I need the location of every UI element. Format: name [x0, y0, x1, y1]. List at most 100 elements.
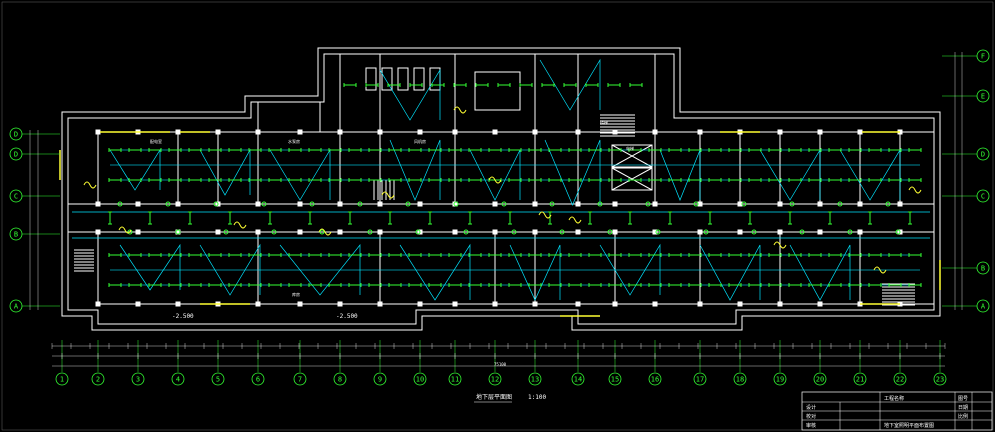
- elevation-mark-1: -2.500: [172, 313, 194, 320]
- column-6-2: [337, 229, 343, 235]
- axis-col-label-14: 15: [611, 376, 619, 384]
- column-18-0: [817, 129, 823, 135]
- axis-col-label-21: 22: [896, 376, 904, 384]
- bend-symbol-240: [873, 266, 887, 274]
- axis-row-l-label-4: D: [14, 131, 18, 139]
- axis-row-r-bubble-5: [976, 49, 990, 63]
- axis-row-r-label-3: D: [981, 151, 985, 159]
- column-9-2: [452, 229, 458, 235]
- wire-branch-2: [269, 148, 331, 201]
- axis-col-bubble-12: [528, 372, 542, 386]
- column-16-2: [737, 229, 743, 235]
- switch-208: [319, 229, 325, 235]
- axis-col-bubble-9: [413, 372, 427, 386]
- elevation-mark-2: -2.500: [336, 313, 358, 320]
- axis-col-bubble-15: [648, 372, 662, 386]
- title-block-sheet-2: 日期: [958, 405, 968, 411]
- axis-col-bubble-6: [293, 372, 307, 386]
- column-18-3: [817, 301, 823, 307]
- axis-row-r-label-0: A: [981, 303, 986, 311]
- title-block-row-3: 审核: [806, 422, 816, 429]
- column-18-2: [817, 229, 823, 235]
- column-7-2: [377, 229, 383, 235]
- column-0-0: [95, 129, 101, 135]
- switch-225: [741, 201, 747, 207]
- bend-symbol-238: [568, 216, 582, 224]
- column-16-3: [737, 301, 743, 307]
- axis-col-label-16: 17: [696, 376, 704, 384]
- switch-216: [511, 229, 517, 235]
- axis-col-bubble-20: [853, 372, 867, 386]
- switch-212: [415, 229, 421, 235]
- switch-232: [895, 229, 901, 235]
- column-8-1: [417, 201, 423, 207]
- column-5-0: [297, 129, 303, 135]
- switch-200: [127, 229, 133, 235]
- axis-col-label-3: 4: [176, 376, 180, 384]
- room-label-stair: 楼梯: [600, 119, 608, 125]
- wire-branch-0: [109, 148, 161, 191]
- column-7-1: [377, 201, 383, 207]
- room-label-storage: 库房: [292, 291, 300, 297]
- title-block: 工程名称 地下室照明平面布置图 设计 校对 审核 图号 日期 比例: [801, 391, 993, 431]
- column-9-0: [452, 129, 458, 135]
- axis-col-bubble-3: [171, 372, 185, 386]
- axis-row-r-bubble-0: [976, 299, 990, 313]
- column-15-2: [697, 229, 703, 235]
- axis-row-r-bubble-3: [976, 147, 990, 161]
- axis-col-label-2: 3: [136, 376, 140, 384]
- switch-207: [309, 201, 315, 207]
- axis-col-label-10: 11: [451, 376, 459, 384]
- column-4-0: [255, 129, 261, 135]
- axis-col-label-11: 12: [491, 376, 499, 384]
- title-block-sheet-3: 比例: [958, 413, 968, 420]
- axis-col-bubble-11: [488, 372, 502, 386]
- switch-222: [655, 229, 661, 235]
- column-15-0: [697, 129, 703, 135]
- column-12-2: [575, 229, 581, 235]
- bend-symbol-244: [773, 241, 787, 249]
- switch-224: [703, 229, 709, 235]
- axis-col-label-18: 19: [776, 376, 784, 384]
- column-16-1: [737, 201, 743, 207]
- column-10-3: [492, 301, 498, 307]
- column-13-2: [612, 229, 618, 235]
- wire-branch-6: [659, 149, 701, 201]
- title-block-drawing-name: 地下室照明平面布置图: [884, 422, 934, 429]
- switch-226: [751, 229, 757, 235]
- light-fixtures: [83, 83, 922, 287]
- axis-col-bubble-17: [733, 372, 747, 386]
- window-marks: [59, 131, 941, 317]
- column-10-2: [492, 229, 498, 235]
- axis-col-label-0: 1: [60, 376, 64, 384]
- wire-branch-5: [544, 139, 601, 206]
- column-17-2: [777, 229, 783, 235]
- column-1-1: [135, 201, 141, 207]
- elevator-1: [611, 144, 653, 168]
- axis-col-label-7: 8: [338, 376, 342, 384]
- drawing-scale: 1:100: [528, 394, 546, 401]
- axis-row-r-bubble-4: [976, 89, 990, 103]
- axis-row-l-bubble-0: [9, 299, 23, 313]
- column-10-0: [492, 129, 498, 135]
- title-block-sheet-1: 图号: [958, 396, 968, 402]
- column-20-1: [897, 201, 903, 207]
- column-6-1: [337, 201, 343, 207]
- bend-symbol-235: [453, 106, 467, 114]
- axis-col-bubble-2: [131, 372, 145, 386]
- axis-row-r-bubble-2: [976, 189, 990, 203]
- dimension-total: 75100: [494, 362, 507, 367]
- column-19-2: [857, 229, 863, 235]
- bend-symbol-234: [233, 221, 247, 229]
- switch-211: [405, 201, 411, 207]
- column-14-0: [652, 129, 658, 135]
- column-7-3: [377, 301, 383, 307]
- column-15-1: [697, 201, 703, 207]
- axis-row-l-label-1: B: [14, 231, 18, 239]
- shaft-box: [474, 71, 521, 111]
- wire-branch-1: [199, 148, 251, 196]
- column-11-0: [532, 129, 538, 135]
- building-walls: [61, 47, 941, 331]
- wire-branch-12: [399, 243, 471, 301]
